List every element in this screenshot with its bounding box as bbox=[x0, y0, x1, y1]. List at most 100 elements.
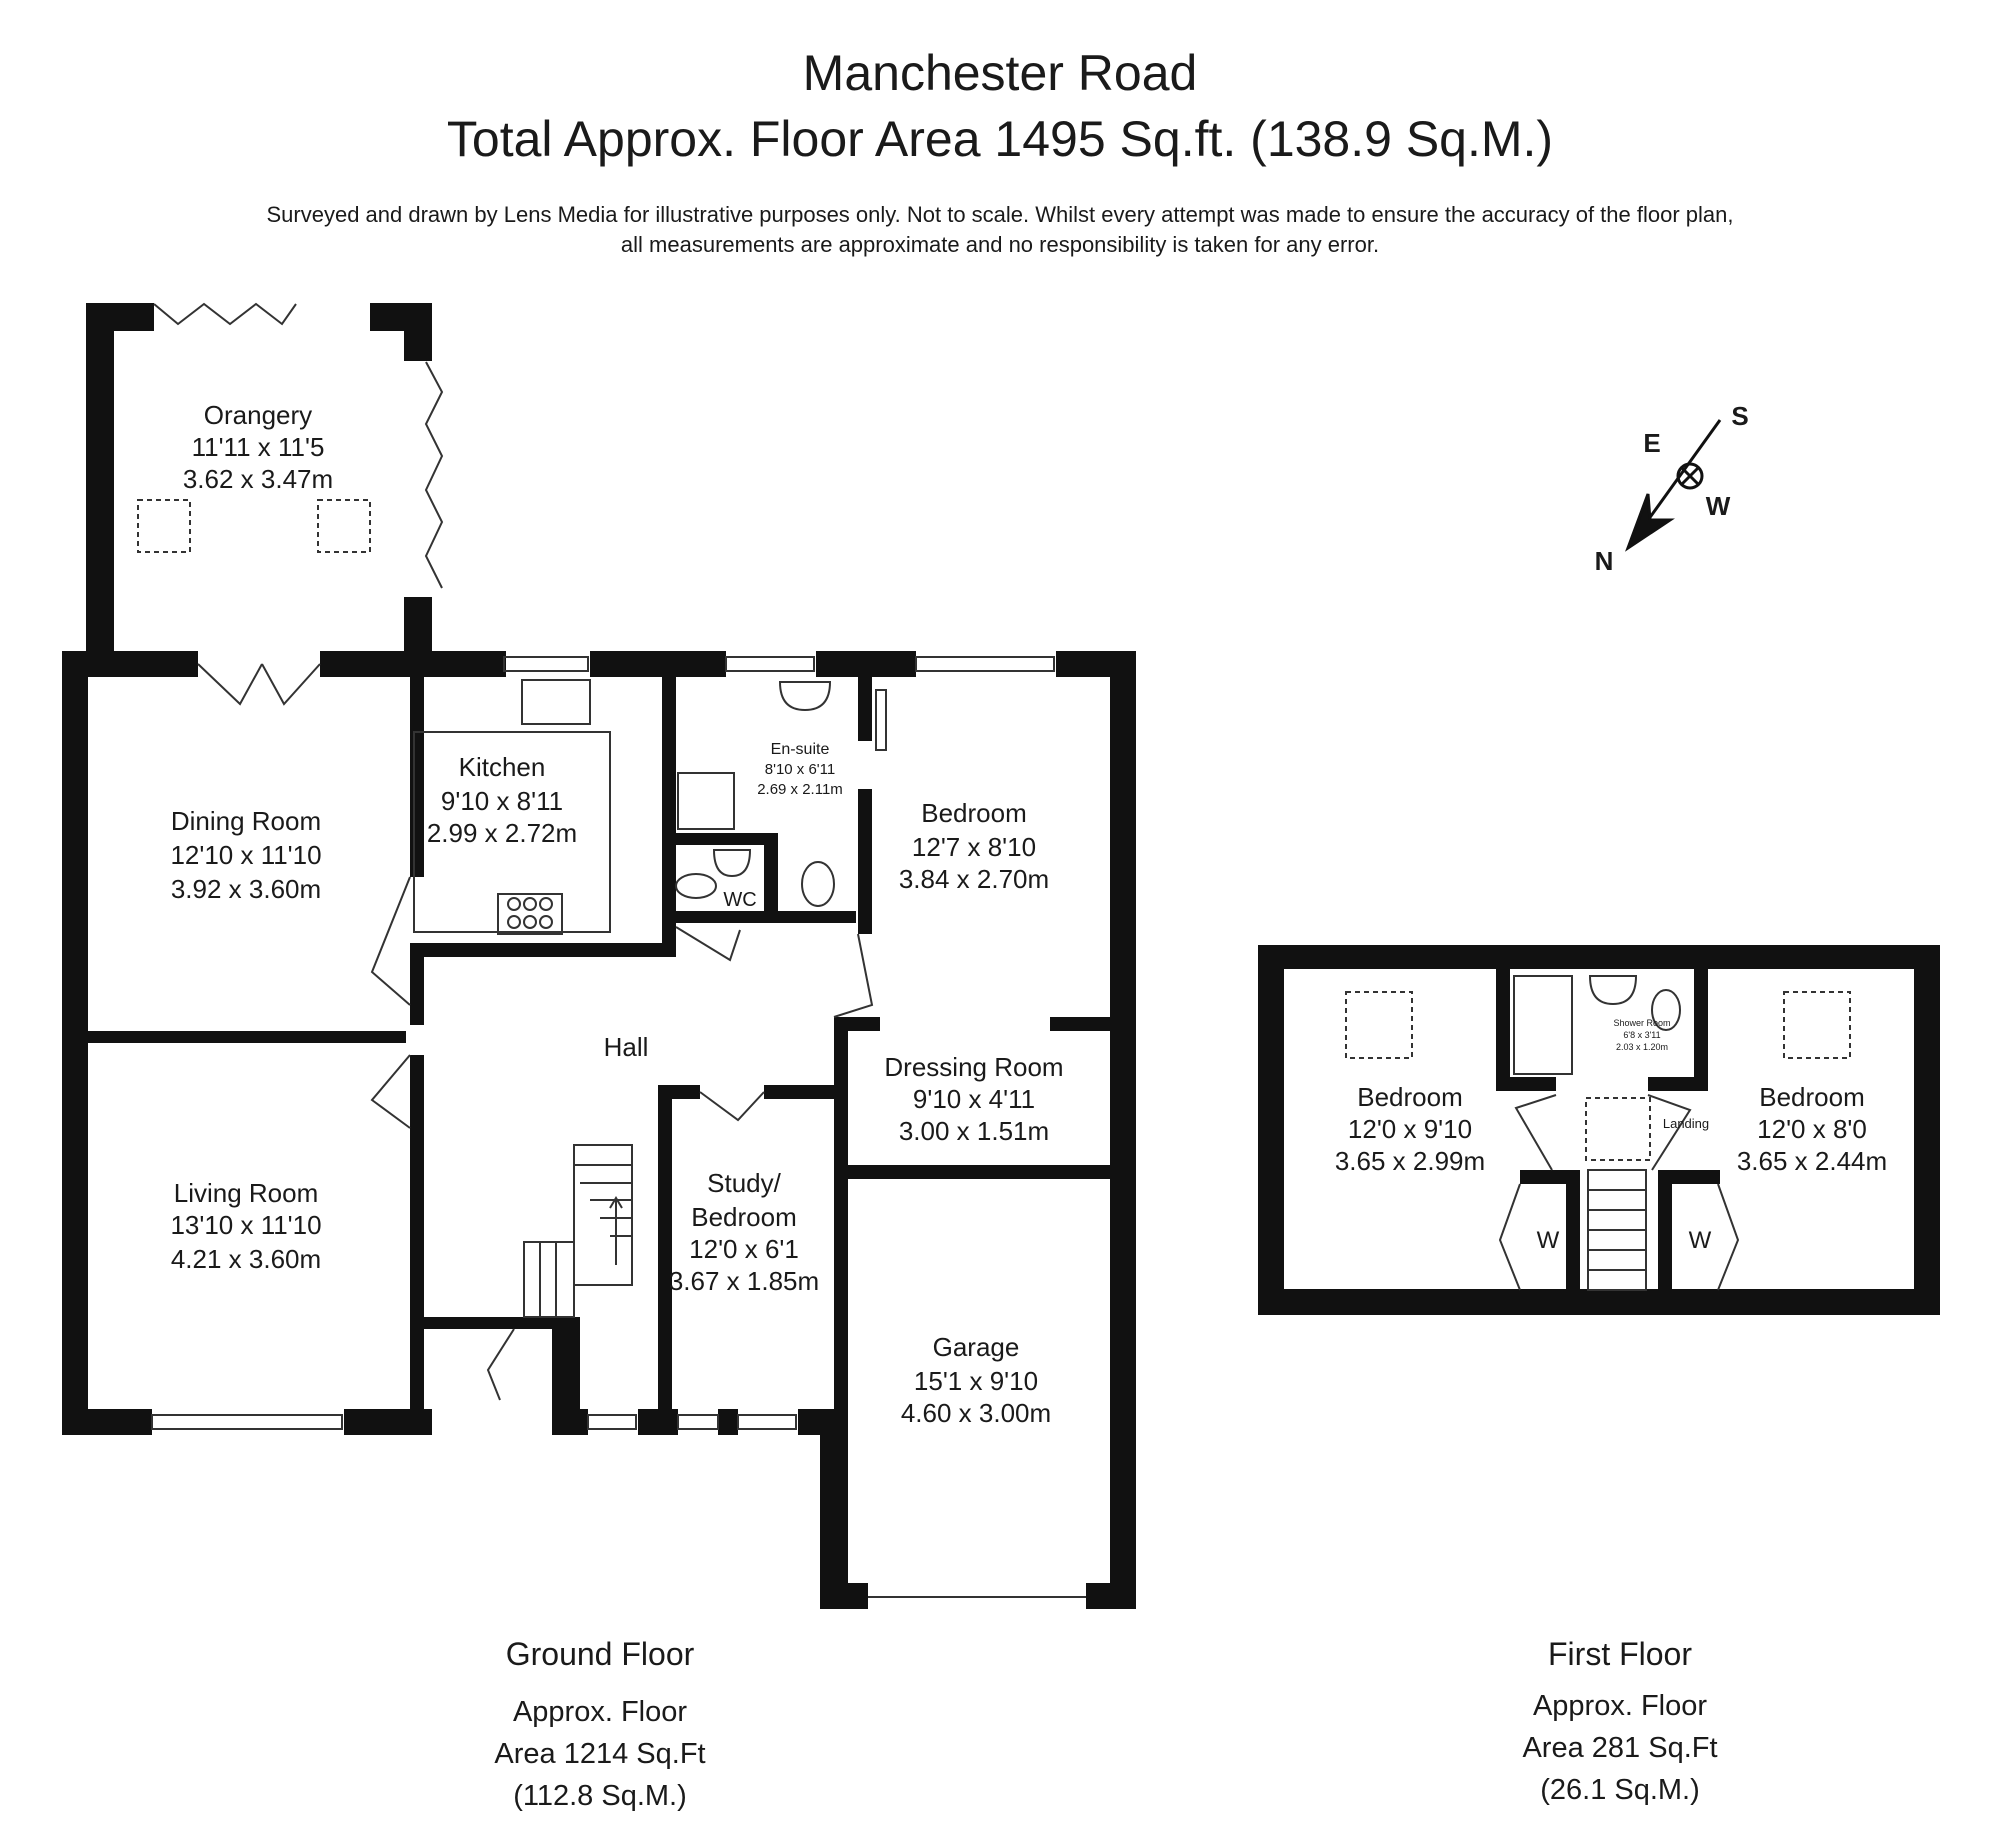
ensuite-east-wall-top bbox=[858, 677, 872, 741]
wc-south-wall bbox=[676, 911, 776, 923]
dining-door bbox=[370, 876, 411, 1006]
hob-ring-1 bbox=[507, 897, 521, 911]
ensuite-metric: 2.69 x 2.11m bbox=[757, 781, 843, 798]
first-floor-area-line-2: Area 281 Sq.Ft bbox=[1522, 1732, 1718, 1764]
kitchen-sink-icon bbox=[521, 679, 591, 725]
hall-south-wall bbox=[638, 1409, 678, 1435]
ff-roof-light-icon-1 bbox=[1345, 991, 1413, 1059]
ground-floor-caption: Ground Floor Approx. Floor Area 1214 Sq.… bbox=[450, 1636, 750, 1817]
dining-living-partition bbox=[88, 1031, 406, 1043]
ff-bedroom-left-door bbox=[1514, 1094, 1557, 1171]
ff-shower-west-wall bbox=[1496, 969, 1510, 1091]
living-metric: 4.21 x 3.60m bbox=[171, 1244, 321, 1274]
front-door bbox=[486, 1328, 515, 1401]
dining-east-wall-lower bbox=[410, 945, 424, 1025]
ff-bedroom-right-name: Bedroom bbox=[1759, 1082, 1865, 1112]
garage-name: Garage bbox=[933, 1332, 1020, 1362]
ff-east-wall bbox=[1914, 945, 1940, 1315]
ff-bedroom-left-name: Bedroom bbox=[1357, 1082, 1463, 1112]
living-imperial: 13'10 x 11'10 bbox=[170, 1210, 321, 1240]
orangery-north-wall-left bbox=[86, 303, 154, 331]
ff-shower-metric: 2.03 x 1.20m bbox=[1616, 1042, 1668, 1052]
dining-imperial: 12'10 x 11'10 bbox=[170, 840, 321, 870]
compass-w: W bbox=[1706, 491, 1731, 521]
hall-name: Hall bbox=[604, 1032, 649, 1062]
west-external-wall bbox=[62, 651, 88, 1435]
compass-center-icon bbox=[1676, 462, 1704, 490]
kitchen-metric: 2.99 x 2.72m bbox=[427, 818, 577, 848]
ground-floor-plan bbox=[62, 303, 1136, 1609]
ground-floor-area-line-3: (112.8 Sq.M.) bbox=[513, 1780, 687, 1812]
first-floor-name: First Floor bbox=[1548, 1636, 1692, 1672]
ff-bedroom-right-door bbox=[1647, 1094, 1692, 1171]
study-south-wall-mid bbox=[718, 1409, 738, 1435]
living-window bbox=[151, 1414, 343, 1430]
ff-bedroom-right-imperial: 12'0 x 8'0 bbox=[1757, 1114, 1867, 1144]
porch-south-wall bbox=[552, 1409, 588, 1435]
orangery-name: Orangery bbox=[204, 400, 312, 430]
kitchen-window bbox=[503, 656, 589, 672]
ff-roof-light-icon-2 bbox=[1783, 991, 1851, 1059]
ff-wardrobe-left-top bbox=[1520, 1170, 1578, 1184]
roof-light-icon-2 bbox=[317, 499, 371, 553]
kitchen-east-wall bbox=[662, 677, 676, 957]
ff-bedroom-left-imperial: 12'0 x 9'10 bbox=[1348, 1114, 1472, 1144]
living-east-wall bbox=[410, 1055, 424, 1409]
kitchen-imperial: 9'10 x 8'11 bbox=[441, 786, 563, 816]
study-imperial: 12'0 x 6'1 bbox=[689, 1234, 799, 1264]
french-doors bbox=[197, 663, 321, 706]
study-west-wall bbox=[658, 1085, 672, 1409]
ff-bedroom-left-metric: 3.65 x 2.99m bbox=[1335, 1146, 1485, 1176]
ff-shower-name: Shower Room bbox=[1613, 1018, 1670, 1028]
ensuite-name: En-suite bbox=[771, 741, 830, 758]
hob-ring-6 bbox=[539, 915, 553, 929]
compass-e: E bbox=[1643, 428, 1660, 458]
ff-landing-name: Landing bbox=[1663, 1116, 1709, 1131]
orangery-imperial: 11'11 x 11'5 bbox=[192, 432, 325, 462]
bedroom-imperial: 12'7 x 8'10 bbox=[912, 832, 1036, 862]
ff-wardrobe-left-door bbox=[1498, 1183, 1521, 1291]
orangery-metric: 3.62 x 3.47m bbox=[183, 464, 333, 494]
ensuite-imperial: 8'10 x 6'11 bbox=[765, 761, 836, 778]
ff-bedroom-right-metric: 3.65 x 2.44m bbox=[1737, 1146, 1887, 1176]
ground-floor-labels: Orangery 11'11 x 11'5 3.62 x 3.47m Dinin… bbox=[170, 400, 1063, 1428]
ground-floor-openings bbox=[137, 302, 1086, 1598]
plan-title: Manchester Road bbox=[802, 45, 1198, 101]
living-door bbox=[370, 1054, 411, 1129]
ensuite-window bbox=[725, 656, 815, 672]
dressing-north-wall-right bbox=[1050, 1017, 1110, 1031]
hob-ring-4 bbox=[507, 915, 521, 929]
hob-ring-2 bbox=[523, 897, 537, 911]
disclaimer: Surveyed and drawn by Lens Media for ill… bbox=[150, 200, 1850, 260]
bedroom-window bbox=[915, 656, 1055, 672]
first-floor-openings bbox=[1345, 975, 1851, 1291]
ff-staircase bbox=[1587, 1169, 1647, 1291]
ff-shower-south-wall-right bbox=[1648, 1077, 1708, 1091]
ensuite-south-wall bbox=[776, 911, 856, 923]
dressing-imperial: 9'10 x 4'11 bbox=[913, 1084, 1035, 1114]
dining-east-wall-upper bbox=[410, 677, 424, 877]
first-floor-area-line-1: Approx. Floor bbox=[1532, 1690, 1708, 1722]
orangery-west-wall bbox=[86, 303, 114, 651]
ff-basin-icon bbox=[1588, 975, 1638, 1006]
garage-south-wall-left bbox=[820, 1583, 868, 1609]
garage-imperial: 15'1 x 9'10 bbox=[914, 1366, 1038, 1396]
ensuite-east-wall bbox=[858, 789, 872, 934]
wc-east-wall bbox=[764, 833, 778, 923]
compass-cross-2 bbox=[1680, 466, 1700, 486]
ground-floor-area-line-2: Area 1214 Sq.Ft bbox=[494, 1738, 706, 1770]
ff-wardrobe-left: W bbox=[1537, 1227, 1560, 1254]
hob-icon bbox=[497, 893, 563, 935]
compass-north-arrow-icon bbox=[1624, 493, 1675, 552]
compass-n: N bbox=[1595, 546, 1614, 576]
study-window-right bbox=[737, 1414, 797, 1430]
disclaimer-line-2: all measurements are approximate and no … bbox=[620, 232, 1380, 257]
bedroom-name: Bedroom bbox=[921, 798, 1027, 828]
orangery-side-bifold-doors bbox=[424, 361, 444, 589]
kitchen-worktop bbox=[413, 731, 611, 933]
compass bbox=[1624, 419, 1722, 552]
basin-icon bbox=[778, 681, 832, 712]
ff-wardrobe-right-door bbox=[1717, 1183, 1740, 1291]
total-floor-area: Total Approx. Floor Area 1495 Sq.ft. (13… bbox=[446, 111, 1554, 167]
living-south-wall-right bbox=[344, 1409, 432, 1435]
